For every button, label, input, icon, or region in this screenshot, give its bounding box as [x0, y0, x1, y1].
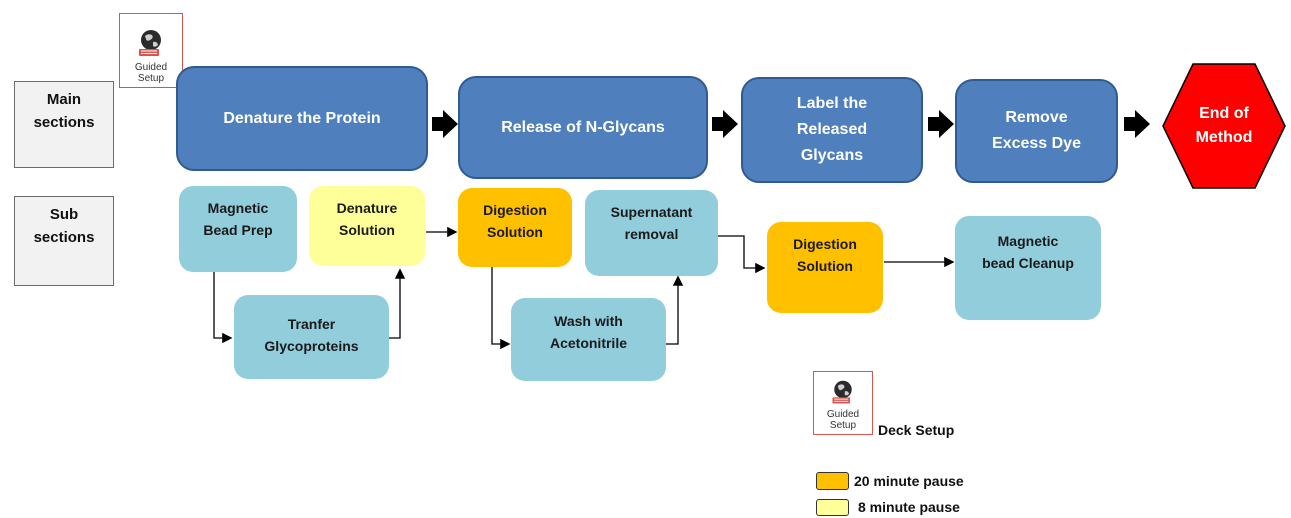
- sub-digestion-solution-2[interactable]: Digestion Solution: [767, 222, 883, 313]
- sub-supernatant-removal[interactable]: Supernatant removal: [585, 190, 718, 276]
- connector-transfer-to-denature: [388, 268, 406, 339]
- main-arrow-4: [1124, 110, 1150, 138]
- end-of-method[interactable]: End of Method: [1162, 63, 1286, 189]
- main-section-label[interactable]: Label the Released Glycans: [741, 77, 923, 183]
- legend-8-minute-pause: 8 minute pause: [858, 499, 960, 515]
- sub-denature-solution[interactable]: Denature Solution: [309, 186, 425, 266]
- guided-setup-icon: Guided Setup: [119, 13, 183, 88]
- main-section-remove-dye[interactable]: Remove Excess Dye: [955, 79, 1118, 183]
- sub-wash-acetonitrile[interactable]: Wash with Acetonitrile: [511, 298, 666, 381]
- legend-guided-setup-icon: Guided Setup: [813, 371, 873, 435]
- main-section-denature[interactable]: Denature the Protein: [176, 66, 428, 171]
- end-label: End of Method: [1195, 105, 1253, 146]
- sub-digestion-solution-1[interactable]: Digestion Solution: [458, 188, 572, 267]
- legend-swatch-8min: [816, 499, 849, 516]
- sub-transfer-glycoproteins[interactable]: Tranfer Glycoproteins: [234, 295, 389, 379]
- legend-swatch-20min: [816, 472, 849, 490]
- row-label-main: Main sections: [14, 81, 114, 168]
- row-label-sub: Sub sections: [14, 196, 114, 286]
- main-arrow-3: [928, 110, 954, 138]
- connector-digestion-to-wash: [491, 267, 511, 350]
- globe-icon: [832, 380, 852, 404]
- connector-wash-to-supernatant: [666, 275, 684, 345]
- guided-setup-label: Guided Setup: [134, 62, 168, 84]
- legend-guided-setup-label: Guided Setup: [826, 409, 860, 431]
- main-section-release[interactable]: Release of N-Glycans: [458, 76, 708, 179]
- sub-magnetic-bead-prep[interactable]: Magnetic Bead Prep: [179, 186, 297, 272]
- connector-bead-to-transfer: [213, 272, 233, 344]
- legend-20-minute-pause: 20 minute pause: [854, 473, 964, 489]
- main-arrow-1: [432, 110, 458, 138]
- legend-deck-setup: Deck Setup: [878, 422, 955, 438]
- main-arrow-2: [712, 110, 738, 138]
- globe-icon: [139, 30, 161, 56]
- end-hexagon-shape: [1162, 63, 1286, 189]
- connector-supernatant-to-digestion2: [718, 235, 766, 274]
- sub-magnetic-bead-cleanup[interactable]: Magnetic bead Cleanup: [955, 216, 1101, 320]
